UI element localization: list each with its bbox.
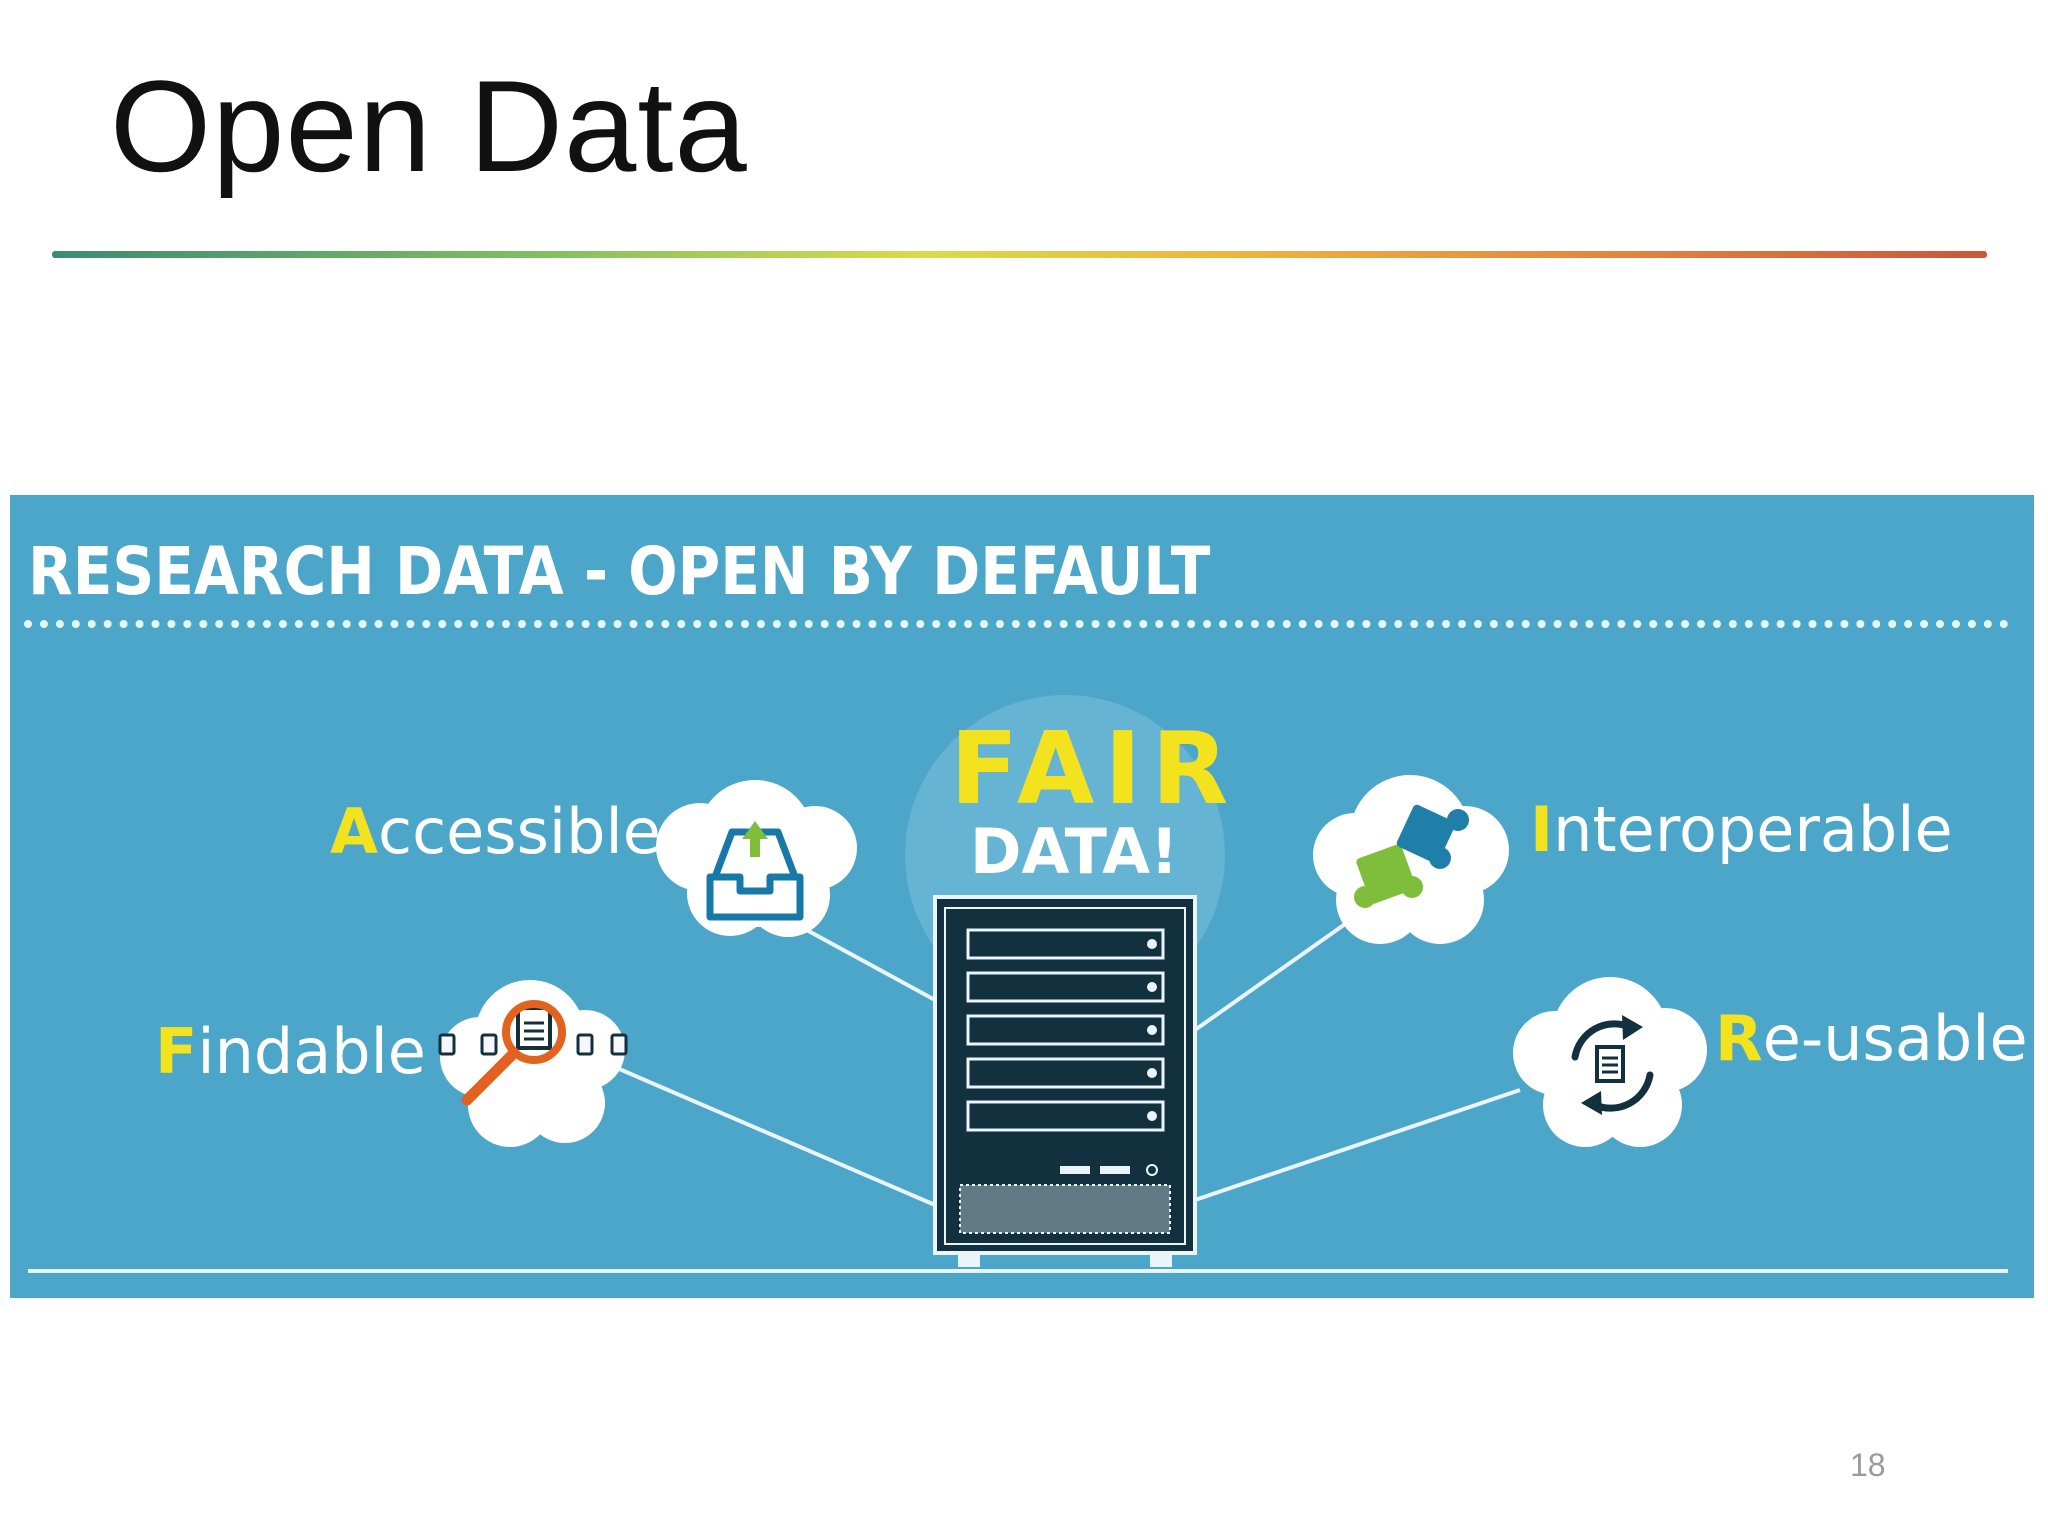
banner-heading: RESEARCH DATA - OPEN BY DEFAULT — [28, 533, 1211, 610]
title-gradient-rule — [52, 251, 1987, 258]
initial-letter: R — [1715, 1002, 1763, 1075]
page-number: 18 — [1850, 1447, 1886, 1483]
dotted-divider — [24, 620, 2009, 628]
fair-heading: FAIR — [950, 710, 1239, 827]
data-subheading: DATA! — [970, 815, 1179, 888]
initial-letter: A — [330, 795, 378, 868]
label-rest: indable — [197, 1015, 426, 1088]
initial-letter: F — [155, 1015, 198, 1088]
label-reusable: Re-usable — [1715, 1002, 2028, 1075]
recycle-document-icon — [1513, 977, 1707, 1147]
label-accessible: Accessible — [330, 795, 661, 868]
label-rest: nteroperable — [1553, 793, 1953, 866]
ground-line — [28, 1269, 2008, 1273]
label-interoperable: Interoperable — [1530, 793, 1953, 866]
label-rest: ccessible — [377, 795, 661, 868]
inbox-upload-icon — [656, 780, 857, 937]
magnifier-document-icon — [438, 980, 628, 1147]
fair-illustration — [438, 695, 1707, 1267]
fair-data-banner: RESEARCH DATA - OPEN BY DEFAULT — [10, 495, 2034, 1298]
label-rest: e-usable — [1762, 1002, 2028, 1075]
slide-title: Open Data — [110, 53, 748, 199]
label-findable: Findable — [155, 1015, 426, 1088]
puzzle-pieces-icon — [1313, 775, 1509, 944]
initial-letter: I — [1530, 793, 1554, 866]
server-rack-icon — [933, 895, 1197, 1267]
